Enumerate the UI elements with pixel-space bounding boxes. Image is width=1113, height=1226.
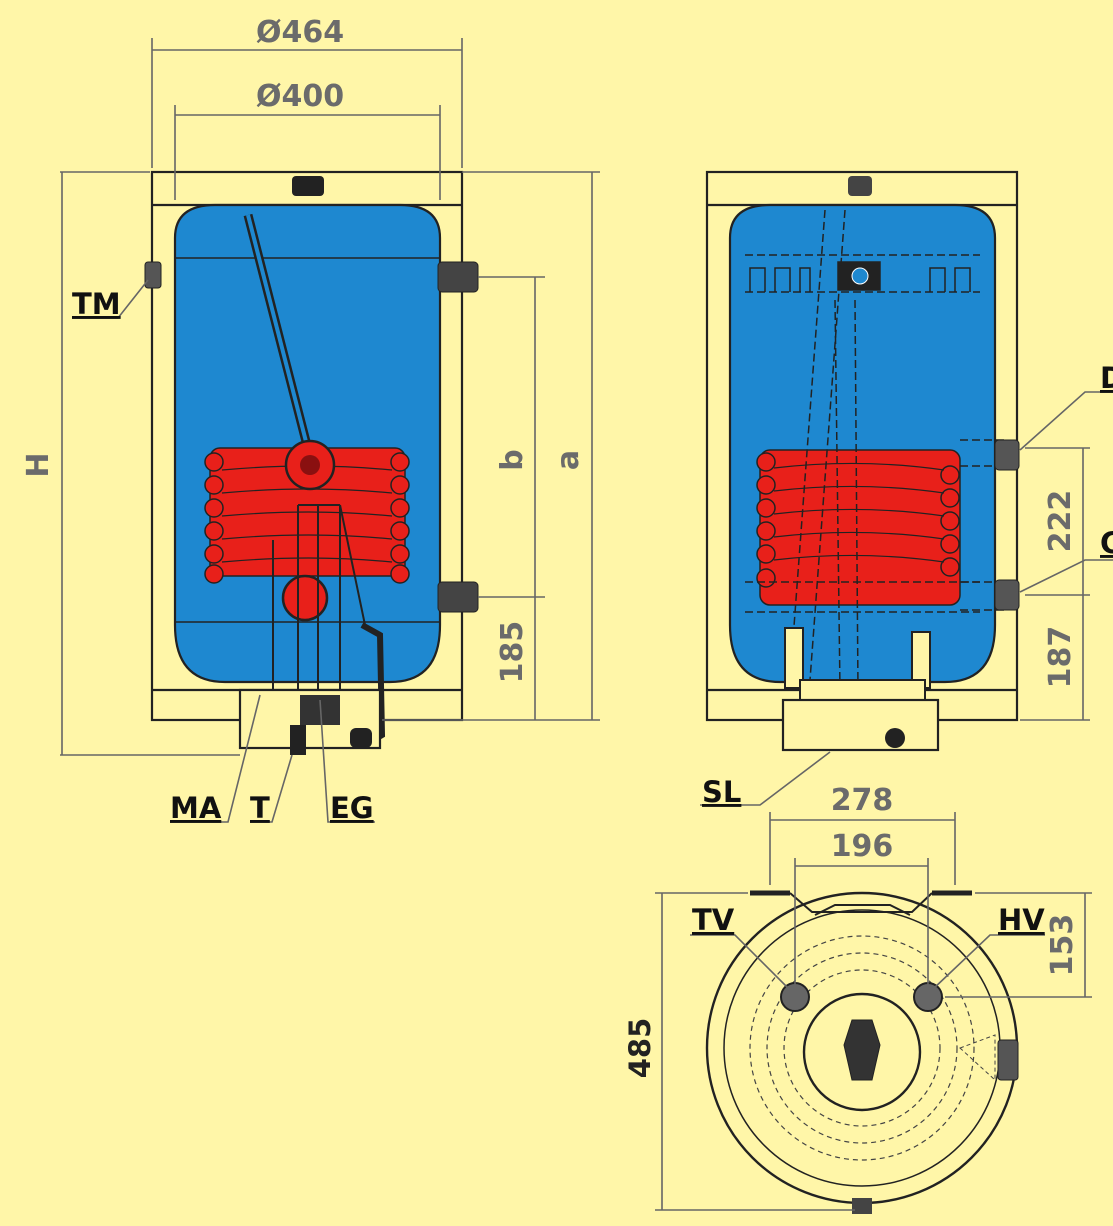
dim-a: a	[551, 450, 586, 470]
dim-153: 153	[1045, 914, 1080, 977]
dimension-lines-left	[60, 38, 600, 756]
tv-connection	[780, 982, 810, 1012]
control-knob-right	[885, 728, 905, 748]
top-fitting	[292, 176, 324, 196]
label-sl: SL	[702, 775, 741, 809]
lower-connection	[437, 581, 479, 613]
front-view-left: Ø464 Ø400 H a b 185 TM MA T EG	[21, 15, 600, 825]
leaders-right	[700, 391, 1113, 806]
dim-height: H	[21, 452, 56, 477]
center-fitting	[843, 1019, 881, 1081]
control-box-right	[781, 698, 940, 752]
dashed-circles	[749, 935, 975, 1161]
label-hv: HV	[998, 903, 1045, 937]
leaders-left	[72, 279, 375, 823]
side-fitting-top-view	[997, 1039, 1019, 1081]
leaders-top-view	[690, 934, 1045, 991]
dim-b: b	[495, 449, 530, 470]
dim-278: 278	[831, 783, 894, 818]
dim-185: 185	[495, 621, 530, 684]
tm-connection	[144, 261, 162, 289]
dim-inner-diameter: Ø400	[256, 79, 344, 114]
upper-flange-center	[300, 455, 320, 475]
dim-222: 222	[1043, 490, 1078, 553]
heating-coil-right	[756, 449, 961, 606]
connection-d	[994, 439, 1020, 471]
upper-connection	[437, 261, 479, 293]
label-tm: TM	[72, 287, 121, 321]
label-ma: MA	[170, 791, 222, 825]
connection-c	[994, 579, 1020, 611]
top-view: 278 196 153 485 TV HV	[623, 783, 1092, 1214]
dashed-internals	[745, 209, 1005, 691]
hv-connection	[913, 982, 943, 1012]
bottom-fitting-top-view	[852, 1198, 872, 1214]
dim-196: 196	[831, 829, 894, 864]
lower-flange	[281, 574, 329, 622]
dim-187: 187	[1043, 626, 1078, 689]
label-tv: TV	[692, 903, 735, 937]
thermostat-knob	[290, 725, 306, 755]
dimension-lines-top-view	[655, 812, 1092, 1211]
label-t: T	[250, 791, 270, 825]
dim-485: 485	[623, 1018, 657, 1079]
bracket-center	[851, 267, 869, 285]
dim-outer-diameter: Ø464	[256, 15, 344, 50]
dimension-lines-right	[1020, 447, 1090, 721]
drain-knob	[350, 728, 372, 748]
label-eg: EG	[330, 791, 374, 825]
top-fitting-right	[848, 176, 872, 196]
front-view-right: 222 187 D C SL	[700, 170, 1113, 809]
internal-pipes	[272, 504, 366, 690]
label-c: C	[1100, 526, 1113, 560]
anode-rod-inner	[246, 214, 314, 466]
label-d: D	[1100, 361, 1113, 395]
